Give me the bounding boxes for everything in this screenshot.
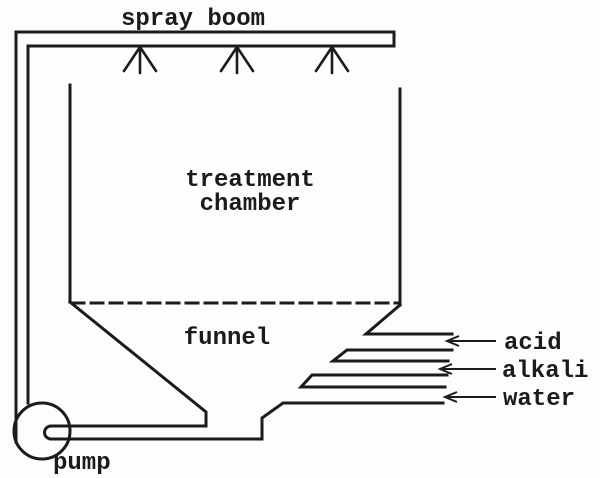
inlet-shelf-2 [297,373,449,389]
treatment-chamber-label-line2: chamber [200,191,301,218]
spray-nozzle-1 [122,45,158,75]
acid-arrow [444,335,496,347]
inlet-shelf-1 [328,348,454,363]
pump-label: pump [53,450,111,477]
treatment-chamber-label-line1: treatment [185,167,315,194]
acid-label: acid [504,330,562,357]
alkali-label: alkali [502,358,588,385]
supply-pipe-and-spray-boom [14,30,396,444]
alkali-arrow [437,363,496,375]
pump-circle [12,401,72,461]
spray-nozzle-3 [314,45,350,75]
water-arrow [442,391,496,403]
water-label: water [503,386,575,413]
funnel-outline [43,299,445,441]
spray-boom-label: spray boom [121,6,265,33]
funnel-right-slope-acid-shelf [361,302,454,336]
spray-nozzle-2 [219,45,255,75]
funnel-label: funnel [184,325,270,352]
